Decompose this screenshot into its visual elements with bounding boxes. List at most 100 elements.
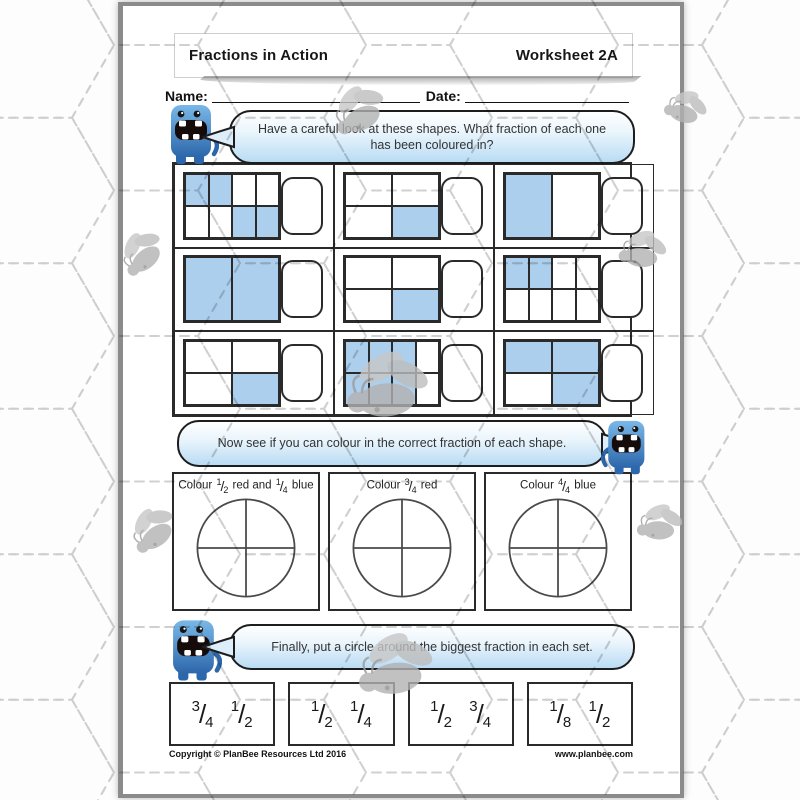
shape-part [505,373,552,406]
shape-part [345,257,392,290]
fraction-option[interactable]: 1/2 [230,697,253,731]
worksheet-number: Worksheet 2A [515,47,618,64]
fraction-denominator: 2 [223,484,229,495]
colour-circle[interactable] [349,495,455,601]
page-title: Fractions in Action [189,47,329,64]
fraction-denominator: 2 [602,713,611,731]
fraction-denominator: 2 [244,713,253,731]
shape-cell [174,247,334,332]
shape-part [345,205,392,238]
shape-part [505,289,529,322]
fraction-shape [343,171,441,240]
fraction-denominator: 2 [443,713,453,731]
fraction-shape [503,255,601,324]
colour-task-label: Colour 3/4 red [367,477,438,494]
bee-icon [349,627,442,709]
date-input-line[interactable] [464,88,629,103]
shape-part [345,289,392,322]
shape-part [255,173,279,206]
shape-part [185,373,232,406]
fraction-set-box: 1/8 1/2 [526,682,633,746]
fraction-numerator: 1 [230,697,240,715]
website-link[interactable]: www.planbee.com [554,749,633,759]
date-label: Date: [425,88,461,104]
shape-part [505,257,529,290]
fraction-set-box: 3/4 1/2 [169,682,276,746]
label-text: Colour [520,479,558,492]
label-text: Colour [178,479,216,492]
fraction-denominator: 4 [482,713,492,731]
colour-circle[interactable] [193,495,299,601]
speech-bubble-text: Have a careful look at these shapes. Wha… [257,121,607,153]
shape-part [185,205,209,238]
colour-task-box: Colour 4/4 blue [484,472,632,611]
fraction-shape [183,339,281,408]
fraction-option[interactable]: 1/2 [588,697,611,731]
fraction-value: 4/4 [558,476,570,494]
speech-bubble-tail [202,635,235,659]
fraction-option[interactable]: 3/4 [191,697,214,731]
fraction-denominator: 2 [324,713,333,731]
answer-box[interactable] [441,176,483,235]
shape-part [232,341,279,374]
monster-mascot [601,419,648,477]
fraction-value: 1/2 [216,476,229,495]
fraction-shape [503,339,601,408]
shape-part [345,173,392,206]
shape-part [505,173,552,238]
fraction-option[interactable]: 3/4 [469,699,492,731]
fraction-denominator: 8 [562,713,572,731]
answer-box[interactable] [281,260,323,319]
label-text: blue [288,479,314,492]
page-footer: Copyright © PlanBee Resources Ltd 2016 w… [169,749,633,759]
answer-box[interactable] [281,344,323,403]
colour-task-label: Colour 4/4 blue [520,476,596,494]
answer-box[interactable] [441,260,483,319]
fraction-denominator: 4 [205,713,214,731]
shape-part [575,257,599,290]
fraction-option[interactable]: 1/2 [311,699,333,731]
copyright-text: Copyright © PlanBee Resources Ltd 2016 [169,749,347,759]
fraction-numerator: 3 [191,697,200,715]
fraction-denominator: 4 [363,713,372,731]
shape-part [552,373,599,406]
colour-task-box: Colour 3/4 red [328,472,476,611]
label-text: blue [571,479,596,492]
answer-box[interactable] [281,176,323,235]
fraction-numerator: 1 [588,697,597,715]
answer-box[interactable] [601,344,643,403]
label-text: red and [229,479,275,492]
answer-box[interactable] [441,344,483,403]
shape-cell [174,331,334,415]
shape-part [185,341,232,374]
shape-part [185,173,209,206]
shape-part [392,257,439,290]
shape-part [185,257,232,322]
shape-part [552,257,576,290]
fraction-numerator: 1 [216,476,222,487]
shape-cell [494,331,654,415]
colour-task-box: Colour 1/2 red and 1/4 blue [172,472,320,611]
shape-part [575,289,599,322]
shape-part [552,289,576,322]
fraction-numerator: 1 [549,697,558,715]
fraction-option[interactable]: 1/4 [350,699,372,731]
name-date-row: Name: Date: [165,84,635,104]
speech-bubble-tail [202,125,235,149]
label-text: red [417,479,438,492]
colour-task-label: Colour 1/2 red and 1/4 blue [178,476,314,495]
fraction-value: 3/4 [405,477,417,494]
colour-circle[interactable] [505,495,611,601]
shape-cell [174,164,334,248]
fraction-numerator: 4 [558,476,564,487]
fraction-value: 1/4 [276,477,288,494]
fraction-shape [343,255,441,324]
fraction-option[interactable]: 1/8 [549,697,572,731]
shape-part [392,173,439,206]
worksheet-header: Fractions in Action Worksheet 2A [174,33,633,78]
bee-icon [335,342,441,437]
fraction-shape [183,171,281,240]
fraction-shape [183,255,281,324]
